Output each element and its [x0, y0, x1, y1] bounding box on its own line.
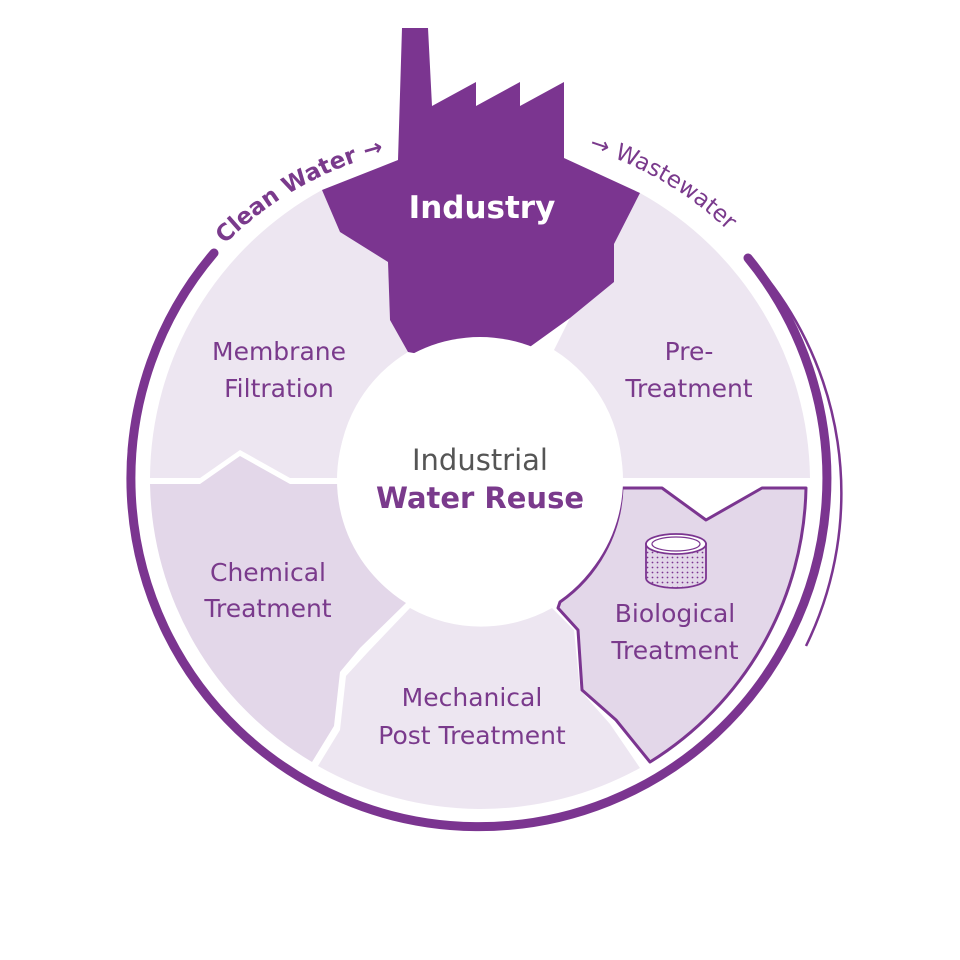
center-title-line2: Water Reuse	[376, 481, 584, 515]
center-circle	[337, 337, 623, 623]
membrane-filtration-label-line1: Membrane	[212, 337, 346, 366]
chemical-treatment-label-line1: Chemical	[210, 558, 326, 587]
segment-membrane-filtration	[150, 190, 408, 478]
membrane-filtration-label-line2: Filtration	[224, 374, 334, 403]
segment-pre-treatment	[554, 193, 810, 478]
chemical-treatment-label-line2: Treatment	[203, 594, 331, 623]
pre-treatment-label-line1: Pre-	[665, 337, 714, 366]
biological-treatment-label-line1: Biological	[615, 599, 735, 628]
pre-treatment-label-line2: Treatment	[624, 374, 752, 403]
segment-biological-treatment	[556, 486, 808, 764]
segment-chemical-treatment	[150, 456, 406, 762]
mechanical-post-treatment-label-line2: Post Treatment	[378, 721, 566, 750]
segment-mechanical-post-treatment	[318, 608, 640, 809]
wastewater-flow-arc	[747, 255, 843, 647]
industry-factory-shape	[322, 28, 640, 356]
center-title-line1: Industrial	[412, 443, 548, 477]
bioreactor-tank-icon	[645, 533, 707, 589]
industry-label: Industry	[409, 190, 556, 226]
clean-water-flow-arc	[126, 248, 832, 832]
mechanical-post-treatment-label-line1: Mechanical	[402, 683, 543, 712]
biological-treatment-label-line2: Treatment	[610, 636, 738, 665]
